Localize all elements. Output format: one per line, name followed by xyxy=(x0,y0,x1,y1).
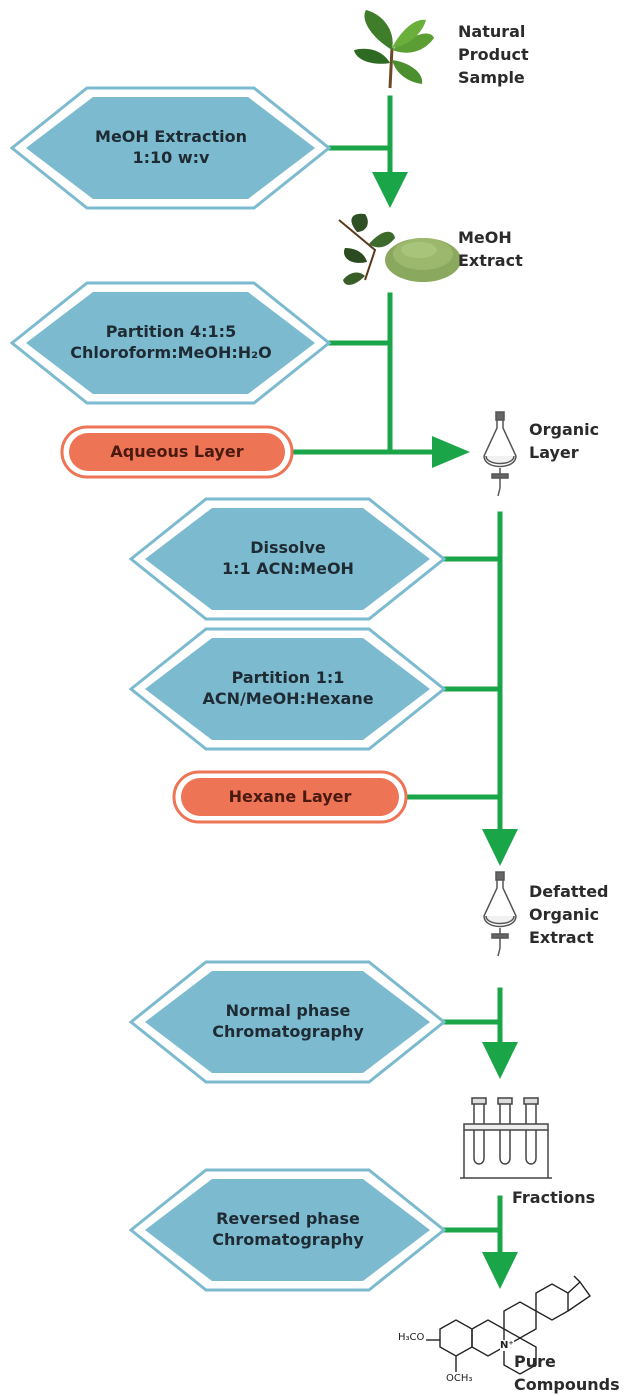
arrow-down-icon xyxy=(482,829,518,866)
node-meoh-extract-label: MeOH Extract xyxy=(458,228,523,270)
hexagon-reversed-phase xyxy=(128,1168,447,1292)
separatory-funnel-icon xyxy=(483,871,517,957)
node-pure-compounds-label: Pure Compounds xyxy=(514,1352,620,1394)
molecule-structure-icon xyxy=(426,1275,591,1375)
separatory-funnel-icon xyxy=(483,411,517,497)
structure-label-methoxy-left: H₃CO xyxy=(398,1332,425,1343)
arrow-right-icon xyxy=(432,436,470,468)
arrow-down-icon xyxy=(482,1252,518,1289)
hexagon-dissolve xyxy=(128,497,447,621)
node-natural-product-label: Natural Product Sample xyxy=(458,22,529,87)
step-partition-415-text: Partition 4:1:5 Chloroform:MeOH:H₂O xyxy=(70,322,272,362)
step-normal-phase-text: Normal phase Chromatography xyxy=(212,1001,364,1041)
step-reversed-phase-text: Reversed phase Chromatography xyxy=(212,1209,364,1249)
step-aqueous-layer-text: Aqueous Layer xyxy=(110,442,244,461)
node-fractions-label: Fractions xyxy=(512,1188,596,1207)
pill-hexane-layer xyxy=(172,770,408,824)
test-tube-rack-icon xyxy=(460,1097,552,1179)
structure-label-methoxy-bottom: OCH₃ xyxy=(446,1373,473,1384)
hexagon-meoh-extraction xyxy=(9,86,332,210)
hexagon-partition-415 xyxy=(9,281,332,405)
step-dissolve-text: Dissolve 1:1 ACN:MeOH xyxy=(222,538,354,578)
step-hexane-layer-text: Hexane Layer xyxy=(228,787,352,806)
arrow-down-icon xyxy=(372,172,408,208)
pill-aqueous-layer xyxy=(60,425,294,479)
arrow-down-icon xyxy=(482,1042,518,1079)
structure-label-nitrogen: N⁺ xyxy=(500,1340,514,1351)
leaves-icon xyxy=(354,10,434,89)
hexagon-partition-11 xyxy=(128,627,447,751)
step-partition-11-text: Partition 1:1 ACN/MeOH:Hexane xyxy=(202,668,374,708)
step-meoh-extraction-text: MeOH Extraction 1:10 w:v xyxy=(95,127,247,167)
node-defatted-extract-label: Defatted Organic Extract xyxy=(529,882,609,947)
node-organic-layer-label: Organic Layer xyxy=(529,420,600,462)
leaves-powder-icon xyxy=(338,213,461,285)
hexagon-normal-phase xyxy=(128,960,447,1084)
